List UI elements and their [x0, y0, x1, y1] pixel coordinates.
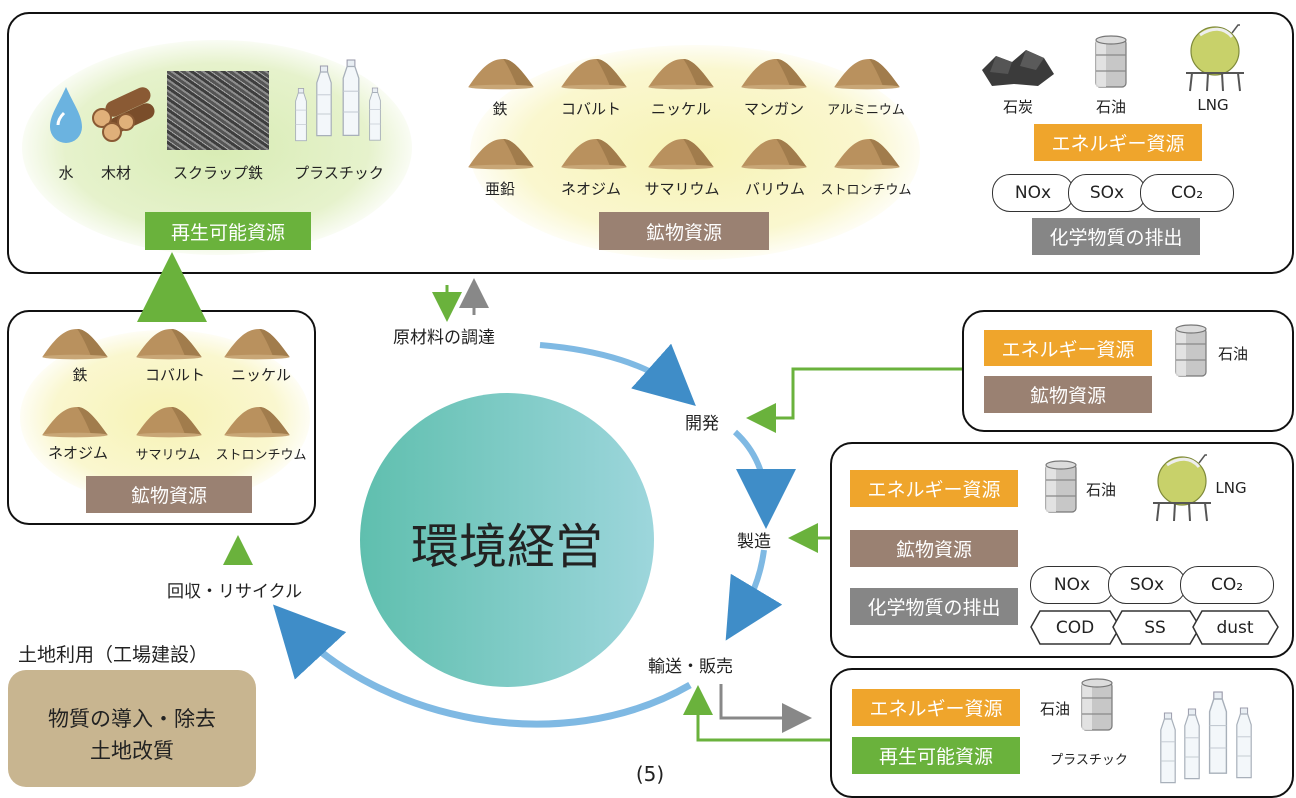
transport-renewable-tag: 再生可能資源: [852, 737, 1020, 774]
mineral-label-iron: 鉄: [492, 100, 508, 118]
renewable-label-plastic: プラスチック: [294, 164, 384, 182]
recycle-label-nickel: ニッケル: [230, 366, 291, 384]
step-transport: 輸送・販売: [648, 657, 733, 677]
cycle-center-label: 環境経営: [410, 519, 603, 575]
mineral-label-neodymium: ネオジム: [560, 180, 621, 198]
coal-icon: [982, 50, 1054, 86]
mineral-label-barium: バリウム: [744, 180, 805, 198]
mineral-label-aluminium: アルミニウム: [827, 103, 905, 118]
land-use-box: [8, 670, 256, 787]
step-procurement: 原材料の調達: [393, 328, 495, 348]
mfg-mineral-tag: 鉱物資源: [850, 530, 1018, 567]
dev-energy-tag: エネルギー資源: [984, 330, 1152, 366]
transport-oil-drum-icon: [1081, 678, 1113, 731]
transport-energy-tag: エネルギー資源: [852, 689, 1020, 726]
mineral-label-zinc: 亜鉛: [484, 180, 515, 198]
wood-logs-icon: [92, 87, 155, 142]
recycle-mineral-tag: 鉱物資源: [86, 476, 252, 513]
step-development: 開発: [685, 414, 719, 434]
mfg-energy-tag: エネルギー資源: [850, 470, 1018, 507]
dev-oil-drum-icon: [1175, 324, 1207, 377]
mfg-discharge-ss: SS: [1144, 618, 1166, 638]
mfg-emission-sox: SOx: [1108, 566, 1186, 604]
land-use-line2: 土地改質: [90, 739, 174, 763]
land-use-title: 土地利用（工場建設）: [18, 644, 209, 666]
mineral-label-manganese: マンガン: [743, 100, 804, 118]
emission-co2: CO₂: [1140, 174, 1234, 212]
mfg-oil-label: 石油: [1085, 481, 1116, 499]
recycle-label-samarium: サマリウム: [135, 448, 201, 463]
energy-resource-tag: エネルギー資源: [1034, 124, 1202, 161]
mfg-discharge-hexes: [1030, 610, 1279, 645]
land-use-line1: 物質の導入・除去: [48, 707, 216, 731]
recycle-label-neodymium: ネオジム: [47, 444, 108, 462]
transport-oil-label: 石油: [1039, 700, 1070, 718]
mineral-label-strontium: ストロンチウム: [820, 183, 912, 198]
emission-sox: SOx: [1068, 174, 1146, 212]
transport-plastic-label: プラスチック: [1050, 753, 1128, 768]
step-recycle: 回収・リサイクル: [167, 582, 303, 602]
mineral-label-samarium: サマリウム: [644, 180, 720, 198]
transport-plastic-bottles-icon: [1160, 691, 1252, 784]
energy-label-oil: 石油: [1095, 98, 1126, 116]
page-number: (5): [635, 762, 665, 786]
renewable-label-scrap: スクラップ鉄: [172, 164, 263, 182]
renewable-label-water: 水: [58, 164, 74, 182]
mfg-emission-nox: NOx: [1030, 566, 1114, 604]
energy-label-coal: 石炭: [1002, 98, 1033, 116]
mfg-discharge-cod: COD: [1055, 618, 1095, 638]
mfg-emission-co2: CO₂: [1180, 566, 1274, 604]
chemical-emission-tag: 化学物質の排出: [1032, 218, 1200, 255]
renewable-resource-tag: 再生可能資源: [145, 212, 311, 250]
mineral-label-nickel: ニッケル: [650, 100, 711, 118]
recycle-label-strontium: ストロンチウム: [215, 448, 307, 463]
environment-management-circle: [360, 393, 654, 687]
mfg-lng-label: LNG: [1215, 479, 1247, 497]
recycle-label-cobalt: コバルト: [144, 366, 205, 384]
recycle-label-iron: 鉄: [72, 366, 88, 384]
scrap-iron-icon: [167, 71, 269, 150]
renewable-label-wood: 木材: [100, 164, 131, 182]
water-drop-icon: [50, 87, 82, 143]
dev-oil-label: 石油: [1217, 345, 1248, 363]
mineral-label-cobalt: コバルト: [560, 100, 621, 118]
dev-mineral-tag: 鉱物資源: [984, 376, 1152, 413]
step-manufacturing: 製造: [737, 532, 771, 552]
energy-label-lng: LNG: [1197, 96, 1229, 114]
mfg-oil-drum-icon: [1045, 460, 1077, 513]
mineral-resource-tag: 鉱物資源: [599, 212, 769, 250]
development-panel: [962, 310, 1294, 432]
mfg-emission-tag: 化学物質の排出: [850, 588, 1018, 625]
mfg-discharge-dust: dust: [1216, 618, 1254, 638]
